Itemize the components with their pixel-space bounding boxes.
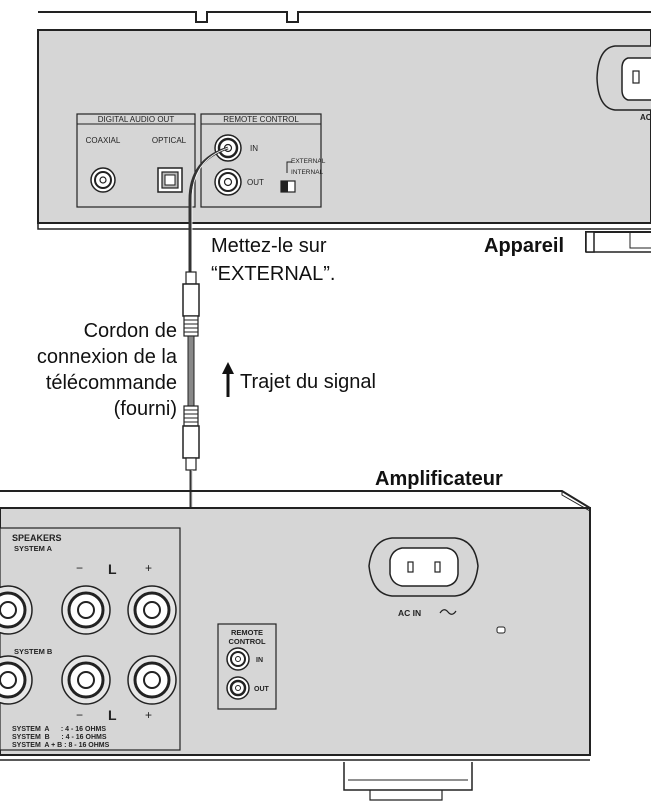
cable-bottom-plug: [182, 405, 200, 471]
signal-path-arrow-icon: [222, 362, 234, 397]
plus-b-label: +: [145, 708, 152, 722]
amp-remote-label-2: CONTROL: [228, 637, 265, 646]
ohms-a-label: SYSTEM A : 4 - 16 OHMS: [12, 726, 106, 733]
device-name-label: Appareil: [484, 235, 565, 257]
system-b-label: SYSTEM B: [14, 647, 53, 656]
amp-ac-inlet: [368, 537, 479, 597]
optical-jack: [157, 167, 183, 193]
ac-in-label: AC IN: [398, 608, 421, 618]
switch-instruction-line-1: Mettez-le sur: [211, 235, 327, 257]
system-a-label: SYSTEM A: [14, 544, 53, 553]
remote-control-label: REMOTE CONTROL: [223, 115, 299, 124]
speaker-terminal-panel: [0, 527, 181, 751]
speaker-terminal-b-plus: [127, 655, 177, 705]
amp-remote-label-1: REMOTE: [231, 628, 263, 637]
ohms-b-label: SYSTEM B : 4 - 16 OHMS: [12, 734, 107, 741]
l-a-label: L: [108, 561, 117, 577]
coaxial-label: COAXIAL: [86, 136, 121, 145]
amplifier-name-label: Amplificateur: [375, 468, 503, 490]
external-label: EXTERNAL: [291, 158, 326, 165]
device-rear-panel: DIGITAL AUDIO OUT COAXIAL OPTICAL REMOTE…: [37, 11, 651, 253]
cable-description-line-4: (fourni): [113, 398, 177, 420]
optical-label: OPTICAL: [152, 136, 187, 145]
remote-out-jack: [214, 168, 242, 196]
internal-label: INTERNAL: [291, 169, 324, 176]
speaker-terminal-a-minus: [61, 585, 111, 635]
remote-out-label: OUT: [247, 178, 264, 187]
amp-screw: [496, 626, 506, 634]
speaker-terminal-a-plus: [127, 585, 177, 635]
minus-a-label: −: [76, 561, 83, 575]
speaker-terminal-a-edge: [0, 585, 33, 635]
amplifier-rear-panel: SPEAKERS SYSTEM A − L + SYSTEM B: [0, 490, 591, 801]
amp-in-label: IN: [256, 657, 263, 664]
digital-audio-out-panel: [76, 113, 196, 208]
cable-top-plug: [182, 271, 200, 337]
l-b-label: L: [108, 707, 117, 723]
device-ac-inlet: [596, 45, 651, 111]
speaker-terminal-b-minus: [61, 655, 111, 705]
cable-description-line-2: connexion de la: [36, 346, 177, 368]
speaker-terminal-b-edge: [0, 655, 33, 705]
plus-a-label: +: [145, 561, 152, 575]
minus-b-label: −: [76, 708, 83, 722]
ohms-ab-label: SYSTEM A + B : 8 - 16 OHMS: [12, 742, 110, 749]
cable-description-line-3: télécommande: [45, 372, 177, 394]
speakers-label: SPEAKERS: [12, 533, 62, 543]
digital-audio-out-label: DIGITAL AUDIO OUT: [98, 115, 175, 124]
switch-instruction-line-2: “EXTERNAL”.: [211, 263, 336, 285]
ac-tilde-icon: [439, 609, 457, 615]
signal-path-label: Trajet du signal: [240, 371, 376, 393]
amp-out-label: OUT: [254, 686, 270, 693]
amp-remote-out-jack: [226, 676, 250, 700]
device-ac-label: AC: [640, 113, 651, 122]
cable-body: [187, 335, 195, 407]
coaxial-jack: [90, 167, 116, 193]
remote-in-label: IN: [250, 144, 258, 153]
external-internal-switch: [280, 180, 296, 193]
cable-description-line-1: Cordon de: [83, 320, 177, 342]
amp-remote-in-jack: [226, 647, 250, 671]
